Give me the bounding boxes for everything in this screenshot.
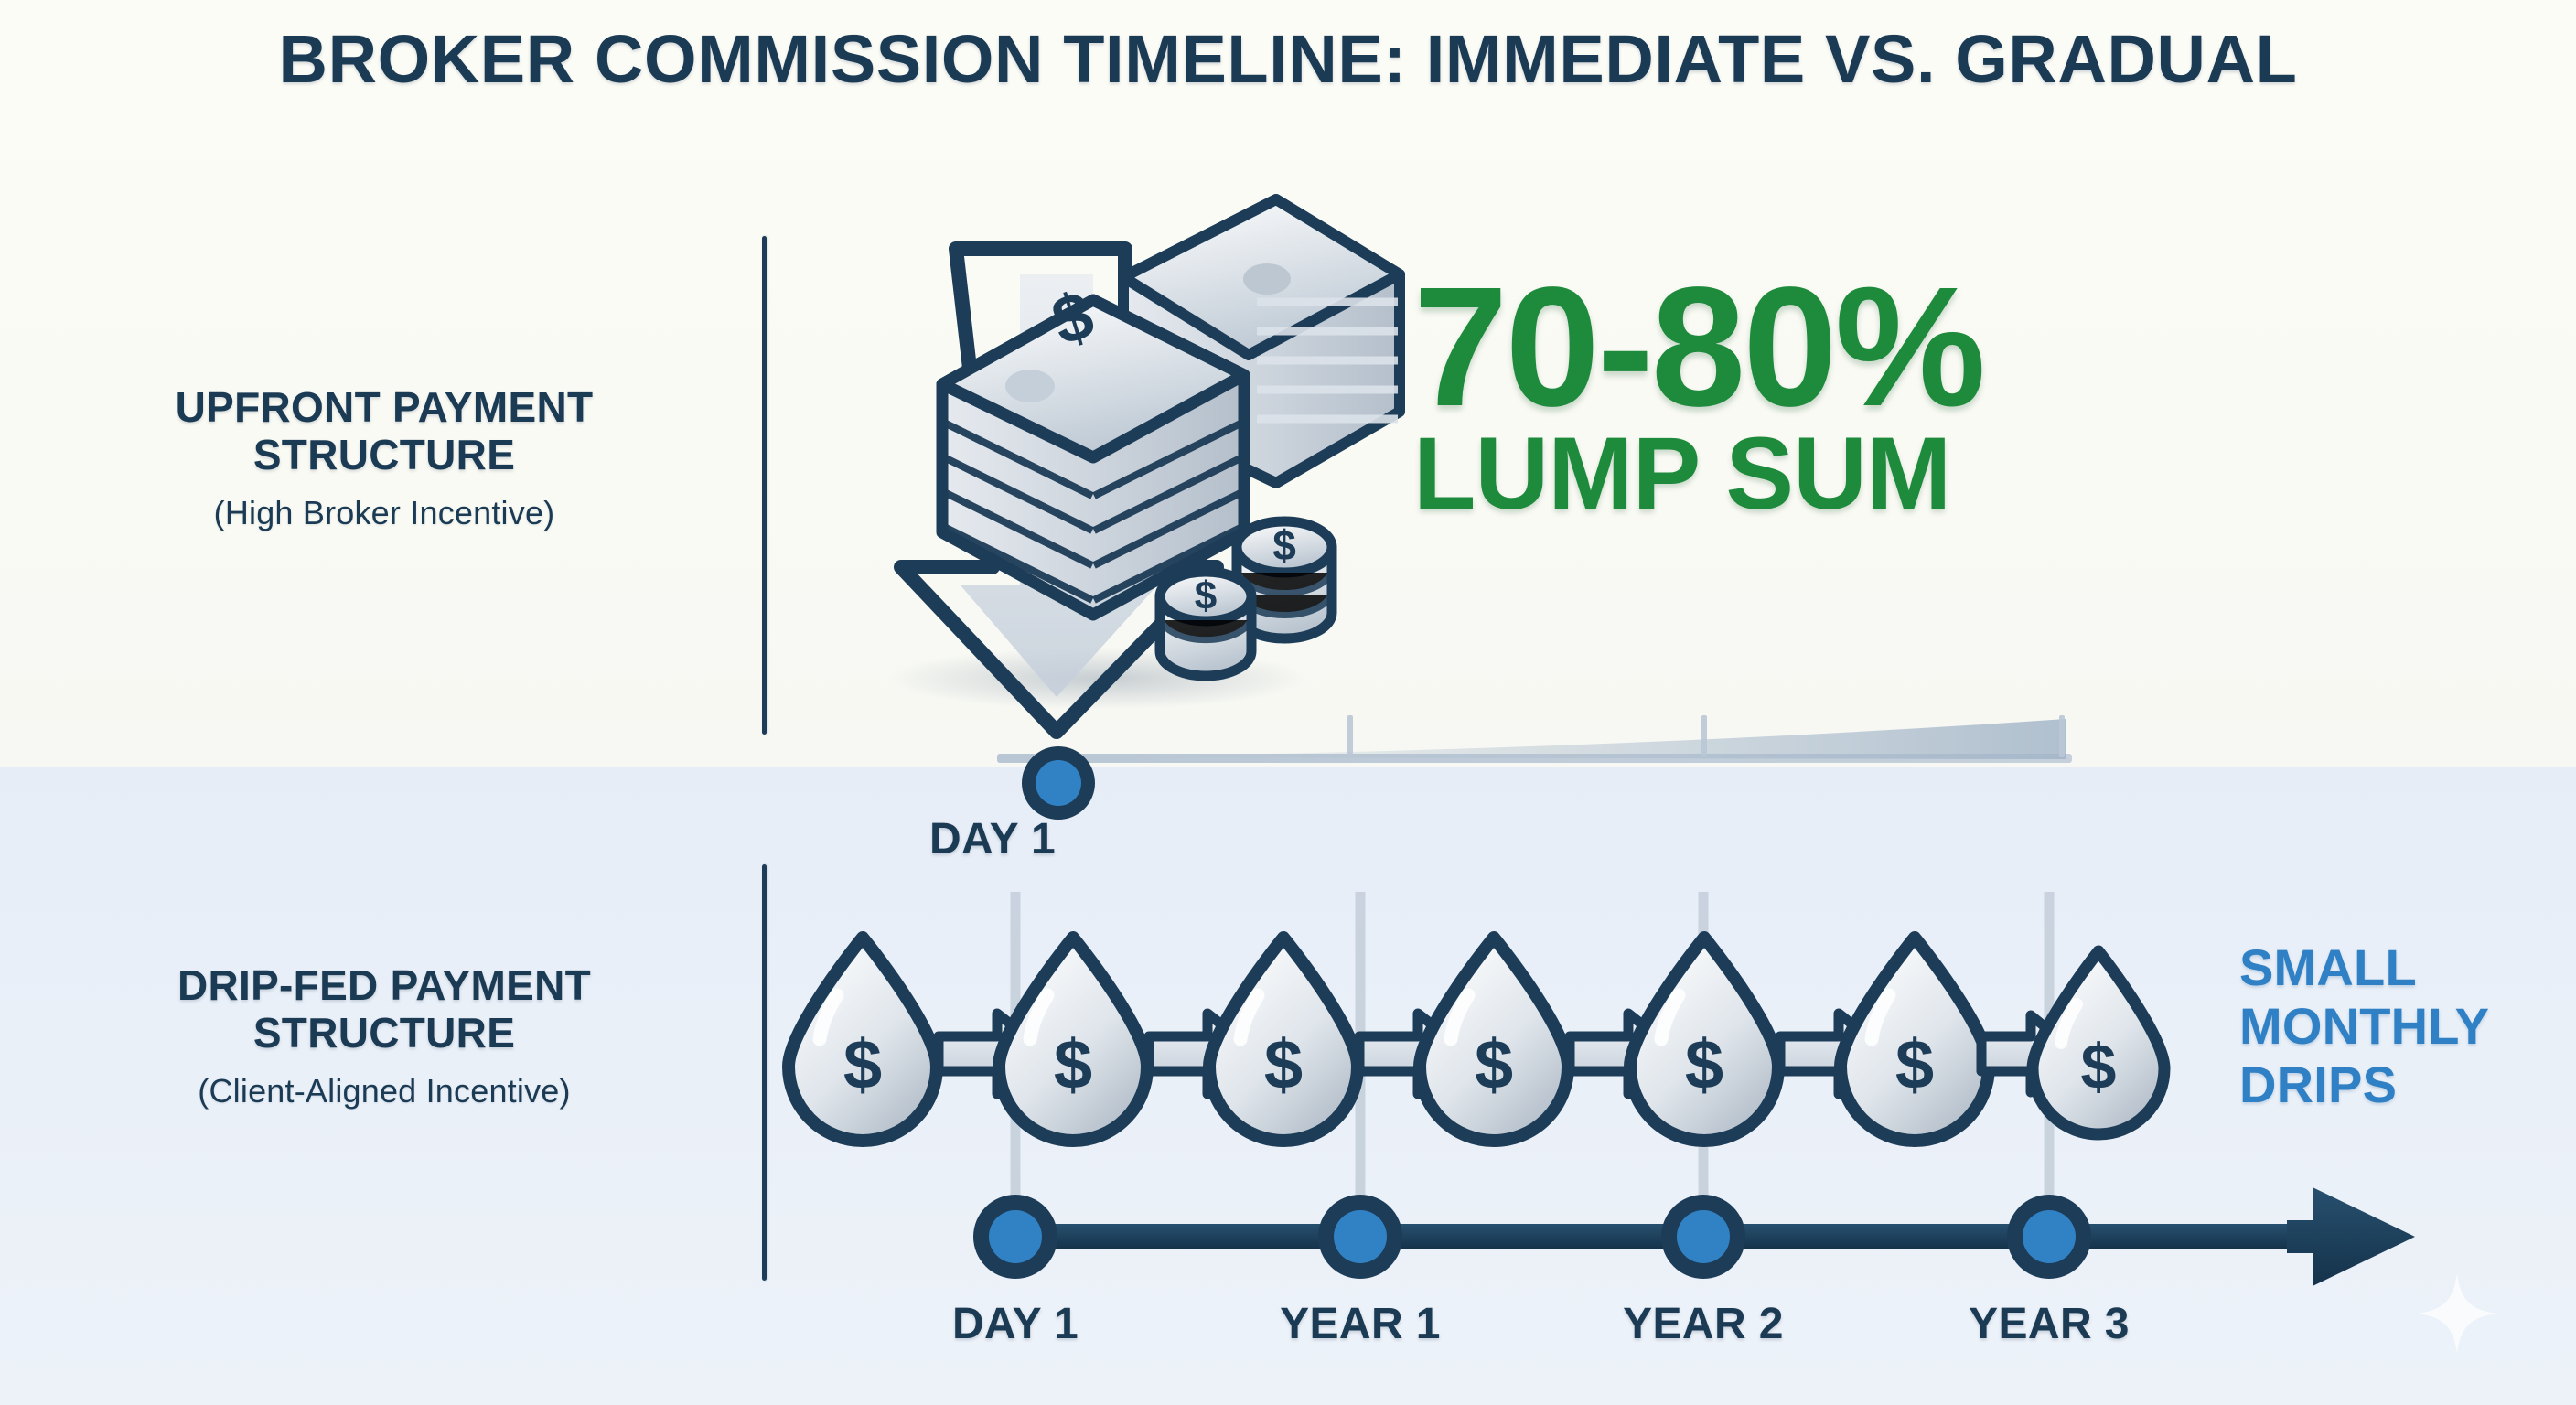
- marker-dot: [1036, 760, 1081, 806]
- svg-text:$: $: [1272, 521, 1296, 569]
- four-point-star-icon: [2416, 1272, 2498, 1355]
- timeline-label-day1: DAY 1: [951, 1300, 1079, 1348]
- dripfed-label-line2: STRUCTURE: [252, 1008, 516, 1056]
- lump-sum-value: 70-80%: [1413, 252, 1986, 442]
- water-drop-dollar-icon: $: [2026, 945, 2171, 1141]
- section-divider-lower: [762, 864, 767, 1281]
- section-divider-upper: [762, 236, 767, 735]
- drips-label-line1: SMALL: [2239, 938, 2417, 996]
- timeline-label-year2: YEAR 2: [1623, 1300, 1784, 1348]
- page-title: BROKER COMMISSION TIMELINE: IMMEDIATE VS…: [278, 21, 2298, 97]
- coin-stack-short-icon: $: [1154, 566, 1257, 681]
- upper-timeline-tick: [1701, 715, 1707, 757]
- upper-timeline-rising-wedge: [1002, 719, 2066, 759]
- drip-sequence: $ $ $: [782, 931, 2171, 1147]
- lump-sum-caption: LUMP SUM: [1413, 416, 1951, 531]
- dripfed-row-label: DRIP-FED PAYMENT STRUCTURE (Client-Align…: [37, 961, 732, 1110]
- timeline-label-year1: YEAR 1: [1280, 1300, 1441, 1348]
- small-monthly-drips-label: SMALL MONTHLY DRIPS: [2239, 938, 2489, 1113]
- water-drop-dollar-icon: $: [1624, 931, 1785, 1147]
- drips-label-line3: DRIPS: [2239, 1055, 2398, 1113]
- svg-text:$: $: [1895, 1026, 1934, 1104]
- upper-timeline-tick: [2059, 715, 2065, 757]
- upper-marker-label: DAY 1: [928, 815, 1057, 863]
- water-drop-dollar-icon: $: [1413, 931, 1574, 1147]
- dripfed-label-line1: DRIP-FED PAYMENT: [177, 961, 592, 1009]
- water-drop-dollar-icon: $: [1834, 931, 1995, 1147]
- timeline-arrowhead-icon: [2287, 1187, 2415, 1286]
- dripfed-label-note: (Client-Aligned Incentive): [198, 1071, 571, 1110]
- bill-stack-front: [936, 294, 1250, 621]
- water-drop-dollar-icon: $: [782, 931, 943, 1147]
- water-drop-dollar-icon: $: [993, 931, 1154, 1147]
- svg-text:$: $: [843, 1026, 882, 1104]
- svg-text:$: $: [2081, 1031, 2117, 1102]
- upfront-label-note: (High Broker Incentive): [213, 493, 555, 531]
- timeline-label-year3: YEAR 3: [1969, 1300, 2130, 1348]
- svg-text:$: $: [1475, 1026, 1513, 1104]
- drips-label-line2: MONTHLY: [2239, 996, 2490, 1055]
- svg-text:$: $: [1054, 1026, 1092, 1104]
- svg-text:$: $: [1195, 574, 1217, 618]
- lump-sum-stat: 70-80% LUMP SUM: [1413, 252, 1986, 531]
- svg-text:$: $: [1264, 1026, 1303, 1104]
- svg-text:$: $: [1685, 1026, 1723, 1104]
- upper-timeline-tick: [1347, 715, 1353, 757]
- upfront-label-line2: STRUCTURE: [252, 430, 516, 478]
- bottom-timeline-dots: [973, 1195, 2091, 1279]
- upfront-row-label: UPFRONT PAYMENT STRUCTURE (High Broker I…: [37, 383, 732, 532]
- upfront-label-line1: UPFRONT PAYMENT: [175, 383, 594, 431]
- water-drop-dollar-icon: $: [1203, 931, 1364, 1147]
